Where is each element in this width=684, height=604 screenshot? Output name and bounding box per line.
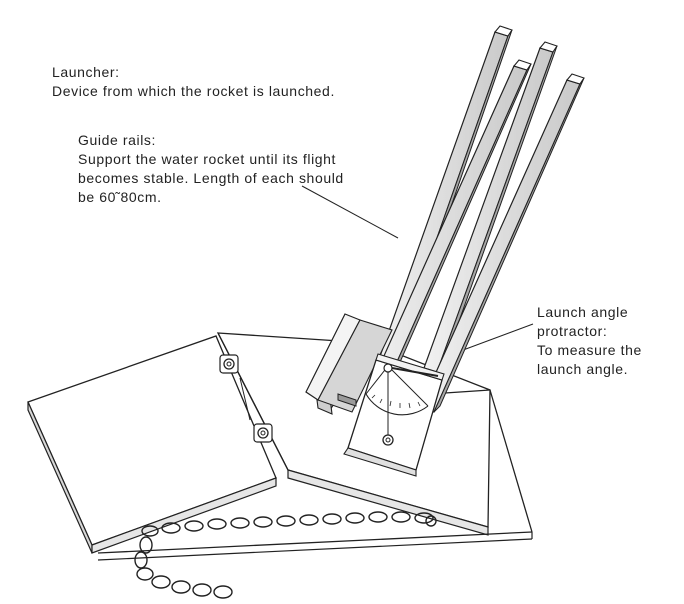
- protractor-label: Launch angle protractor: To measure the …: [537, 303, 642, 379]
- guide-rails-label: Guide rails: Support the water rocket un…: [78, 131, 344, 207]
- anchor-chain: [134, 511, 437, 599]
- protractor-line4: launch angle.: [537, 361, 629, 377]
- guide-rails-leader-line: [301, 185, 399, 239]
- rail-mount-bracket: [305, 313, 393, 413]
- left-base-board: [27, 335, 277, 554]
- protractor-line1: Launch angle: [537, 304, 629, 320]
- guide-rails-line2: becomes stable. Length of each should: [78, 170, 344, 186]
- launcher-description: Device from which the rocket is launched…: [52, 83, 335, 99]
- guide-rails-line3: be 60̃ 80cm.: [78, 189, 162, 205]
- hinge-lower: [253, 423, 273, 443]
- hinge-upper: [219, 354, 239, 374]
- protractor-line3: To measure the: [537, 342, 642, 358]
- launcher-label: Launcher: Device from which the rocket i…: [52, 63, 335, 101]
- guide-rails-line1: Support the water rocket until its fligh…: [78, 151, 337, 167]
- launcher-title: Launcher:: [52, 64, 120, 80]
- guide-rails: [315, 25, 585, 415]
- protractor-plate: [343, 353, 445, 477]
- guide-rails-title: Guide rails:: [78, 132, 157, 148]
- protractor-line2: protractor:: [537, 323, 608, 339]
